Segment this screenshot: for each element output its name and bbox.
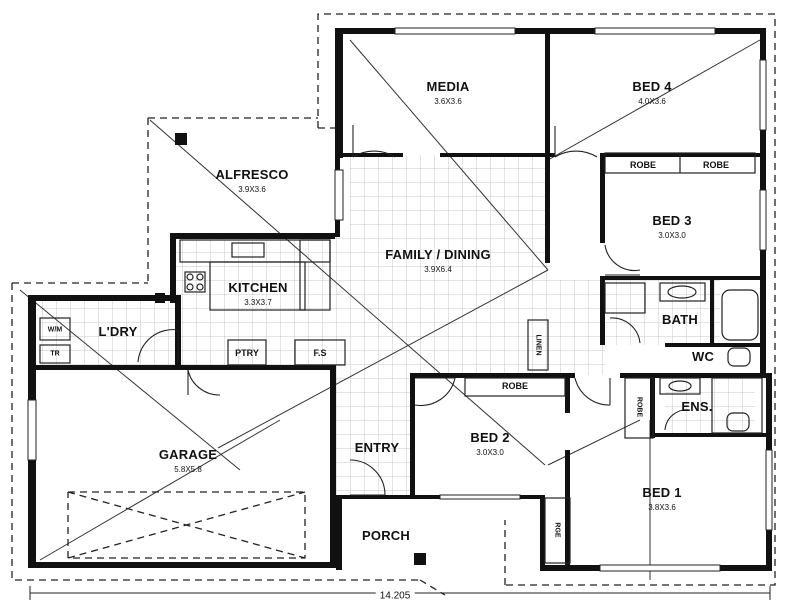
tiled-floor: [40, 155, 755, 495]
robe-label: ROBE: [501, 381, 529, 391]
room-dimension: 5.8X5.8: [174, 465, 202, 474]
robe-label: RGE: [553, 522, 561, 538]
overall-width-dimension: 14.205: [375, 590, 415, 602]
posts: [155, 133, 426, 565]
room-entry: ENTRY: [355, 439, 400, 457]
room-name: BED 3: [652, 213, 692, 228]
room-ensuite: ENS.: [681, 398, 712, 416]
room-dimension: 4.0X3.6: [638, 97, 666, 106]
room-media: MEDIA 3.6X3.6: [427, 78, 470, 106]
windows: [27, 27, 773, 572]
room-name: PORCH: [362, 528, 410, 543]
room-name: KITCHEN: [228, 280, 288, 295]
room-kitchen: KITCHEN 3.3X3.7: [228, 279, 287, 307]
room-wc: WC: [692, 348, 714, 366]
robe-label: ROBE: [702, 160, 730, 170]
room-name: ENTRY: [354, 440, 400, 455]
trough-label: TR: [50, 350, 60, 358]
room-dimension: 3.9X3.6: [238, 185, 266, 194]
room-family-dining: FAMILY / DINING 3.9X6.4: [385, 246, 491, 274]
room-name: ENS.: [681, 399, 713, 414]
roof-outline: [11, 13, 776, 596]
room-bed1: BED 1 3.8X3.6: [642, 484, 681, 512]
room-dimension: 3.0X3.0: [476, 448, 504, 457]
robe-label: ROBE: [629, 160, 657, 170]
room-name: MEDIA: [426, 79, 470, 94]
room-bed4: BED 4 4.0X3.6: [632, 78, 671, 106]
room-bed2: BED 2 3.0X3.0: [470, 429, 509, 457]
room-dimension: 3.8X3.6: [648, 503, 676, 512]
room-alfresco: ALFRESCO 3.9X3.6: [215, 166, 288, 194]
room-name: GARAGE: [158, 447, 218, 462]
room-name: WC: [691, 349, 715, 364]
linen-label: LINEN: [534, 334, 542, 356]
room-dimension: 3.0X3.0: [658, 231, 686, 240]
room-dimension: 3.3X3.7: [244, 298, 272, 307]
room-bath: BATH: [662, 311, 698, 329]
room-name: BED 2: [470, 430, 510, 445]
room-dimension: 3.9X6.4: [424, 265, 452, 274]
fridge-space-label: F.S: [313, 348, 327, 358]
room-name: L'DRY: [98, 324, 138, 339]
washer-label: W/M: [47, 326, 63, 334]
room-name: BED 1: [642, 485, 682, 500]
room-dimension: 3.6X3.6: [434, 97, 462, 106]
room-name: ALFRESCO: [215, 167, 289, 182]
room-porch: PORCH: [362, 527, 410, 545]
room-name: BATH: [662, 312, 698, 327]
room-garage: GARAGE 5.8X5.8: [159, 446, 217, 474]
room-bed3: BED 3 3.0X3.0: [652, 212, 691, 240]
room-name: BED 4: [632, 79, 672, 94]
robe-label: ROBE: [635, 396, 643, 418]
interior-lines: [39, 152, 763, 564]
pantry-label: PTRY: [235, 348, 259, 358]
room-laundry: L'DRY: [99, 323, 138, 341]
door-swings: [137, 125, 691, 496]
room-name: FAMILY / DINING: [385, 247, 491, 262]
